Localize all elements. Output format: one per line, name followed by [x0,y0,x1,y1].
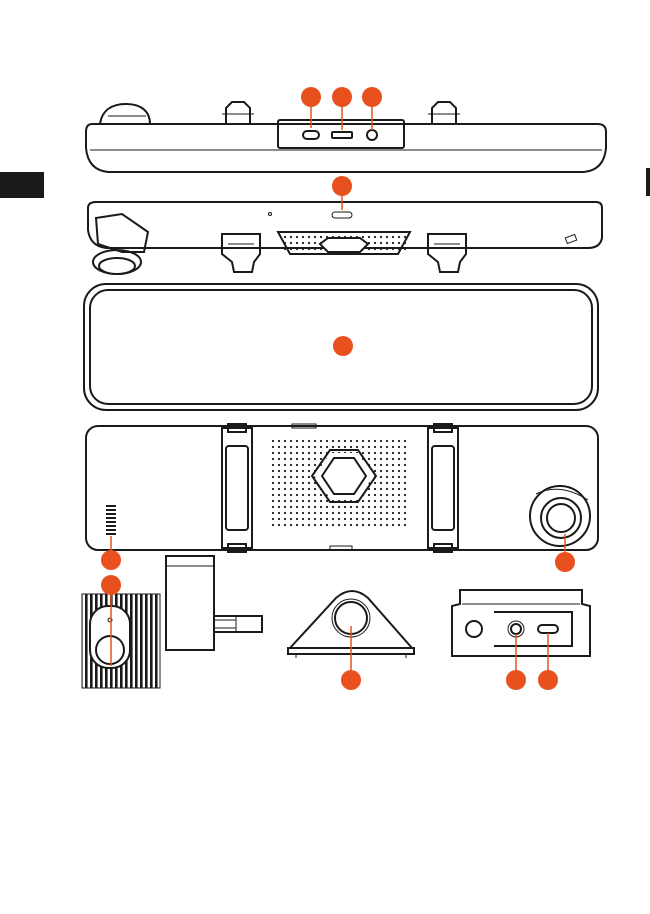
side-tab-right [646,168,650,196]
callout-usb-port [301,87,321,107]
callout-power-button [362,87,382,107]
mirror-bottom-view [88,202,602,274]
callout-mount-camera [341,670,361,690]
callout-micro-usb-port [538,670,558,690]
callout-mirror-screen [333,336,353,356]
sd-card-icon [332,132,352,138]
port-panel-module [452,590,590,656]
callout-gps-antenna [101,550,121,570]
power-button-icon [367,130,377,140]
mirror-back-view [86,424,598,552]
side-tab-left [0,172,44,198]
mirror-top-view [86,102,606,172]
callout-top-indicator [332,176,352,196]
usb-port-icon [303,131,319,139]
callout-sd-slot [332,87,352,107]
callout-audio-jack [506,670,526,690]
callout-rear-camera-lens [101,575,121,595]
gps-antenna-coil [106,506,116,534]
callout-front-lens [555,552,575,572]
